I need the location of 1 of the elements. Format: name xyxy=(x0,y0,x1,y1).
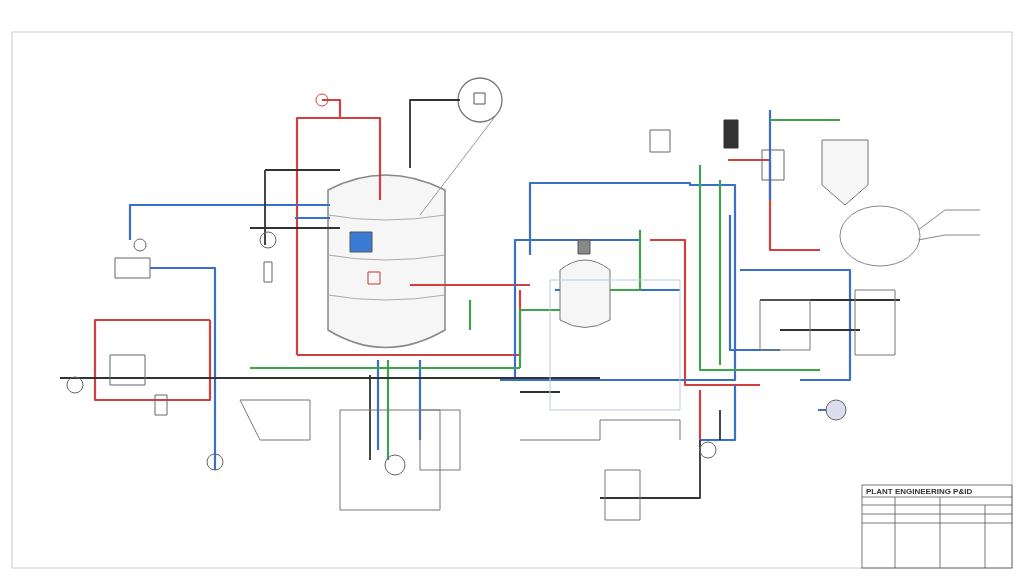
title-block-heading: PLANT ENGINEERING P&ID xyxy=(866,487,973,496)
